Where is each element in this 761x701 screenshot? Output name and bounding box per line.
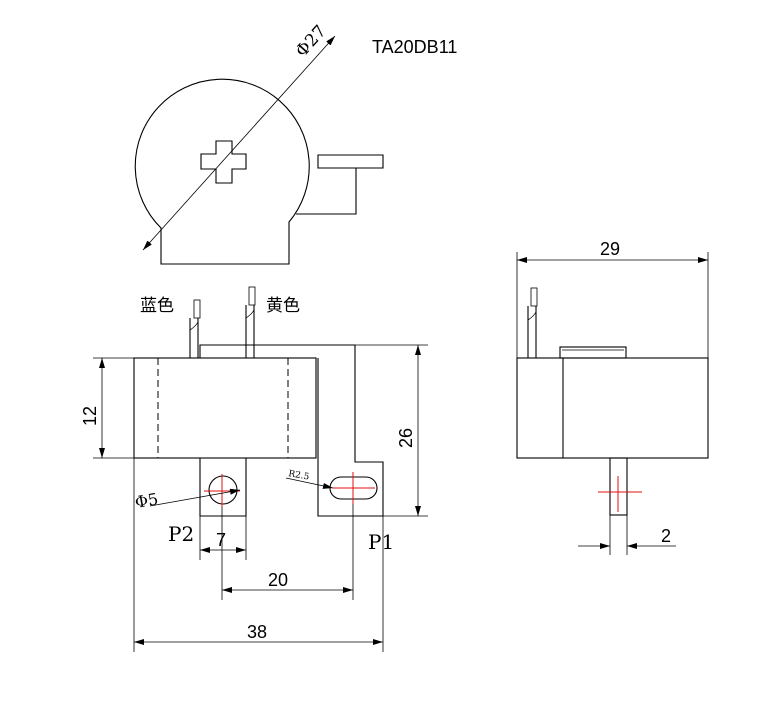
top-view-body-outline [134, 78, 310, 265]
side-view-wire [527, 287, 538, 358]
p1-bracket [199, 344, 384, 517]
yellow-wire [245, 286, 256, 358]
yellow-wire-label: 黄色 [266, 296, 300, 316]
slot-radius-label: R2.5 [287, 469, 310, 483]
pin-thickness-label: 2 [661, 526, 671, 546]
hole-diameter-label: Φ5 [133, 489, 159, 512]
total-height-label: 26 [396, 428, 416, 448]
model-title: TA20DB11 [372, 37, 457, 57]
diameter-label: Φ27 [292, 22, 331, 62]
p1-label: P1 [368, 530, 394, 554]
p2-hole [208, 475, 238, 505]
top-view: Φ27 [134, 22, 384, 265]
blue-wire [189, 299, 201, 358]
pin-spacing-label: 20 [268, 570, 288, 590]
front-view-body [133, 357, 317, 459]
top-view-center-cross [200, 140, 247, 184]
p1-slot [329, 476, 378, 500]
p2-label: P2 [168, 522, 194, 546]
side-width-label: 29 [600, 239, 620, 259]
p2-width-label: 7 [216, 530, 226, 550]
total-width-label: 38 [247, 622, 267, 642]
diameter-dimension-line [142, 35, 336, 251]
body-height-label: 12 [80, 406, 100, 426]
side-view-pin [609, 457, 628, 516]
side-view-body [516, 357, 709, 459]
side-view: 29 2 [516, 239, 709, 555]
front-view: 蓝色 黄色 Φ5 R2.5 P2 P1 12 2 [80, 286, 428, 652]
blue-wire-label: 蓝色 [140, 296, 174, 316]
p2-terminal [199, 458, 247, 517]
